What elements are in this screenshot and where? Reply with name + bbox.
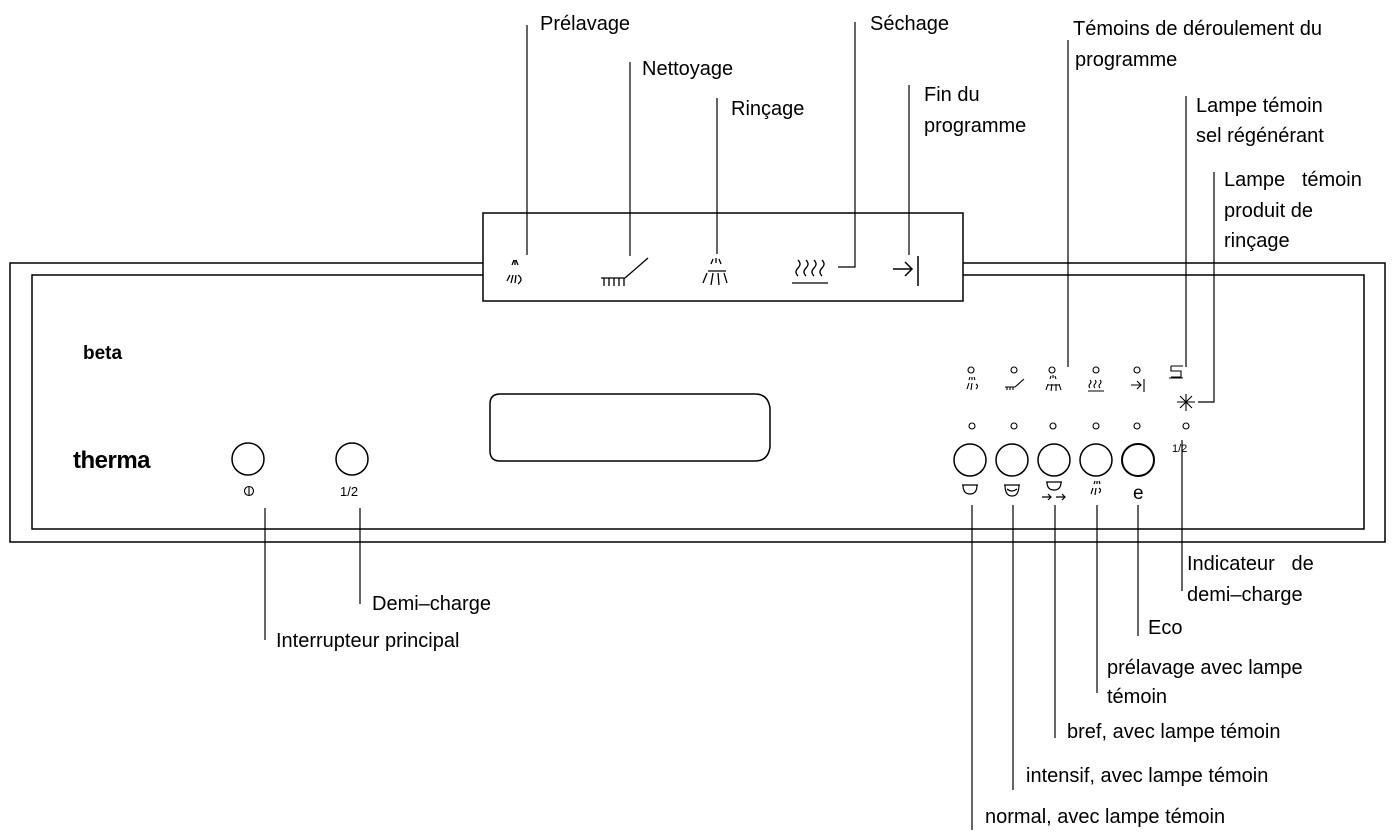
- label-sel-line1: Lampe témoin: [1196, 95, 1323, 117]
- top-leader-lines: [526, 22, 1215, 403]
- label-rincage-prod-line2: produit de: [1224, 200, 1313, 222]
- label-rincage-prod-line3: rinçage: [1224, 230, 1290, 252]
- program-display-window: [482, 212, 964, 302]
- label-eco: Eco: [1148, 617, 1183, 639]
- label-temoins-line2: programme: [1075, 49, 1178, 71]
- normal-program-button[interactable]: [953, 443, 987, 477]
- label-intensif: intensif, avec lampe témoin: [1026, 765, 1269, 787]
- indicator-icons-row: [966, 365, 1195, 411]
- eco-symbol: e: [1133, 483, 1144, 504]
- bottom-leader-lines: [264, 440, 1183, 830]
- half-load-indicator-label: 1/2: [1172, 443, 1188, 455]
- label-prelavage: Prélavage: [540, 13, 631, 35]
- display-rinse-icon: [702, 258, 728, 286]
- label-normal: normal, avec lampe témoin: [985, 806, 1226, 828]
- power-symbol-icon: [243, 485, 255, 497]
- label-demi-charge: Demi–charge: [372, 593, 491, 615]
- half-load-button[interactable]: [335, 442, 369, 476]
- prewash-program-button[interactable]: [1079, 443, 1113, 477]
- label-fin-du: Fin du: [924, 84, 980, 106]
- eco-button[interactable]: [1121, 443, 1155, 477]
- half-load-label: 1/2: [340, 484, 359, 499]
- indicator-leds-row-1: [967, 366, 1141, 374]
- label-interrupteur: Interrupteur principal: [276, 630, 460, 652]
- program-button-icons: [962, 480, 1102, 501]
- quick-program-button[interactable]: [1037, 443, 1071, 477]
- label-prelavage-lampe-line2: témoin: [1107, 686, 1168, 708]
- label-nettoyage: Nettoyage: [642, 58, 734, 80]
- label-prelavage-lampe-line1: prélavage avec lampe: [1107, 657, 1303, 679]
- display-drying-icon: [792, 259, 828, 284]
- label-rincage: Rinçage: [731, 98, 805, 120]
- control-panel-outline: [9, 262, 1386, 543]
- central-display-screen: [489, 393, 771, 462]
- label-sel-line2: sel régénérant: [1196, 125, 1324, 147]
- main-switch-button[interactable]: [231, 442, 265, 476]
- display-wash-icon: [601, 257, 649, 286]
- label-sechage: Séchage: [870, 13, 949, 35]
- label-fin-programme: programme: [924, 115, 1027, 137]
- intensive-program-button[interactable]: [995, 443, 1029, 477]
- indicator-leds-row-2: [968, 422, 1190, 430]
- brand-logo: therma: [73, 447, 151, 474]
- model-name: beta: [83, 343, 123, 364]
- label-indicateur-line1: Indicateur de: [1187, 553, 1314, 575]
- display-prewash-icon: [506, 259, 522, 285]
- label-temoins-line1: Témoins de déroulement du: [1073, 18, 1323, 40]
- label-bref: bref, avec lampe témoin: [1067, 721, 1281, 743]
- display-end-arrow-icon: [893, 256, 919, 286]
- label-rincage-prod-line1: Lampe témoin: [1224, 169, 1362, 191]
- label-indicateur-line2: demi–charge: [1187, 584, 1303, 606]
